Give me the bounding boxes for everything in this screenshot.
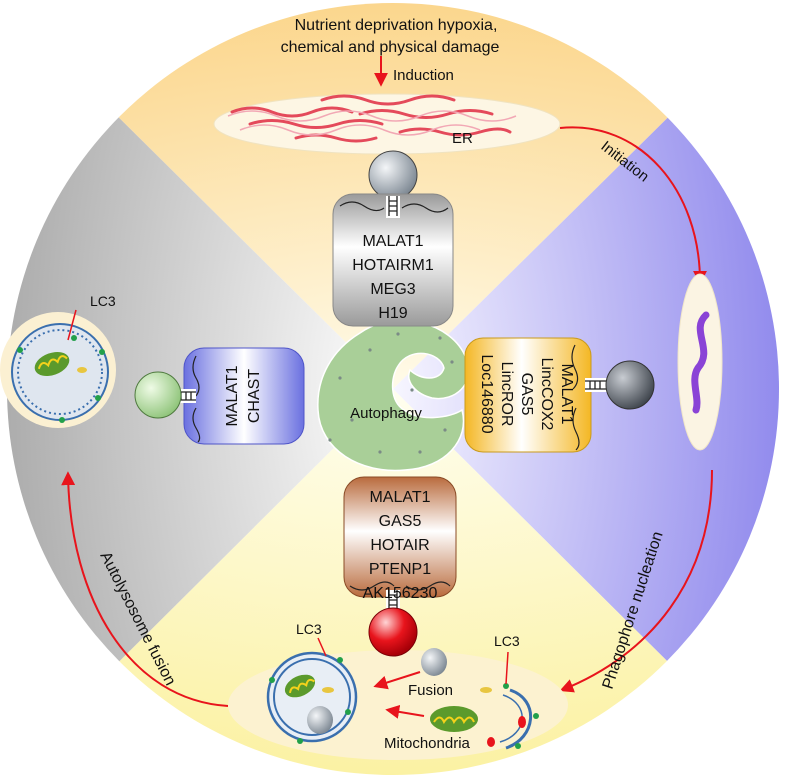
lc3-left-pointer (67, 309, 77, 341)
autophagy-blob (317, 319, 470, 472)
autolysosome-cell (0, 312, 116, 428)
bottom-box-item-4: AK156230 (363, 585, 438, 602)
phagophore-arrow (559, 469, 713, 693)
right-box-item-4: Loc146880 (478, 354, 495, 433)
top-box-item-0: MALAT1 (362, 233, 423, 250)
initiation-arrow (559, 126, 707, 285)
bottom-box-item-2: HOTAIR (370, 537, 429, 554)
er-label: ER (452, 130, 473, 147)
left-box-item-1: CHAST (246, 369, 263, 423)
left-box-item-0: MALAT1 (224, 365, 241, 426)
autolysosome-arrow (61, 471, 229, 707)
er-organelle (213, 93, 561, 155)
right-box-item-2: GAS5 (518, 373, 535, 416)
autophagy-label: Autophagy (350, 405, 422, 422)
caption-line-1: Nutrient deprivation hypoxia, (295, 17, 498, 34)
fusion-label: Fusion (408, 682, 453, 699)
mitochondria-label: Mitochondria (384, 735, 471, 752)
right-lncrna-group (464, 337, 655, 453)
caption-line-2: chemical and physical damage (281, 39, 500, 56)
bottom-box-item-0: MALAT1 (369, 489, 430, 506)
fusion-arrow-2 (385, 704, 425, 719)
left-lncrna-group (134, 347, 305, 445)
lc3-bottom-right-pointer (505, 651, 509, 685)
top-box-item-2: MEG3 (370, 281, 415, 298)
lc3-left-label: LC3 (90, 293, 116, 309)
bottom-box-item-3: PTENP1 (369, 561, 431, 578)
lc3-bottom-left-label: LC3 (296, 621, 322, 637)
lc3-bottom-left-pointer (317, 637, 327, 657)
right-box-item-0: MALAT1 (558, 363, 575, 424)
lc3-bottom-right-label: LC3 (494, 633, 520, 649)
top-box-item-3: H19 (378, 305, 407, 322)
right-box-item-1: LincCOX2 (538, 358, 555, 431)
top-lncrna-group (332, 150, 454, 327)
phagophore-cell (677, 273, 723, 451)
top-box-item-1: HOTAIRM1 (352, 257, 434, 274)
bottom-box-item-1: GAS5 (379, 513, 422, 530)
right-box-item-3: LincROR (498, 362, 515, 427)
fusion-arrow-1 (373, 671, 421, 690)
bottom-lncrna-group (343, 476, 457, 657)
induction-label: Induction (393, 67, 454, 84)
